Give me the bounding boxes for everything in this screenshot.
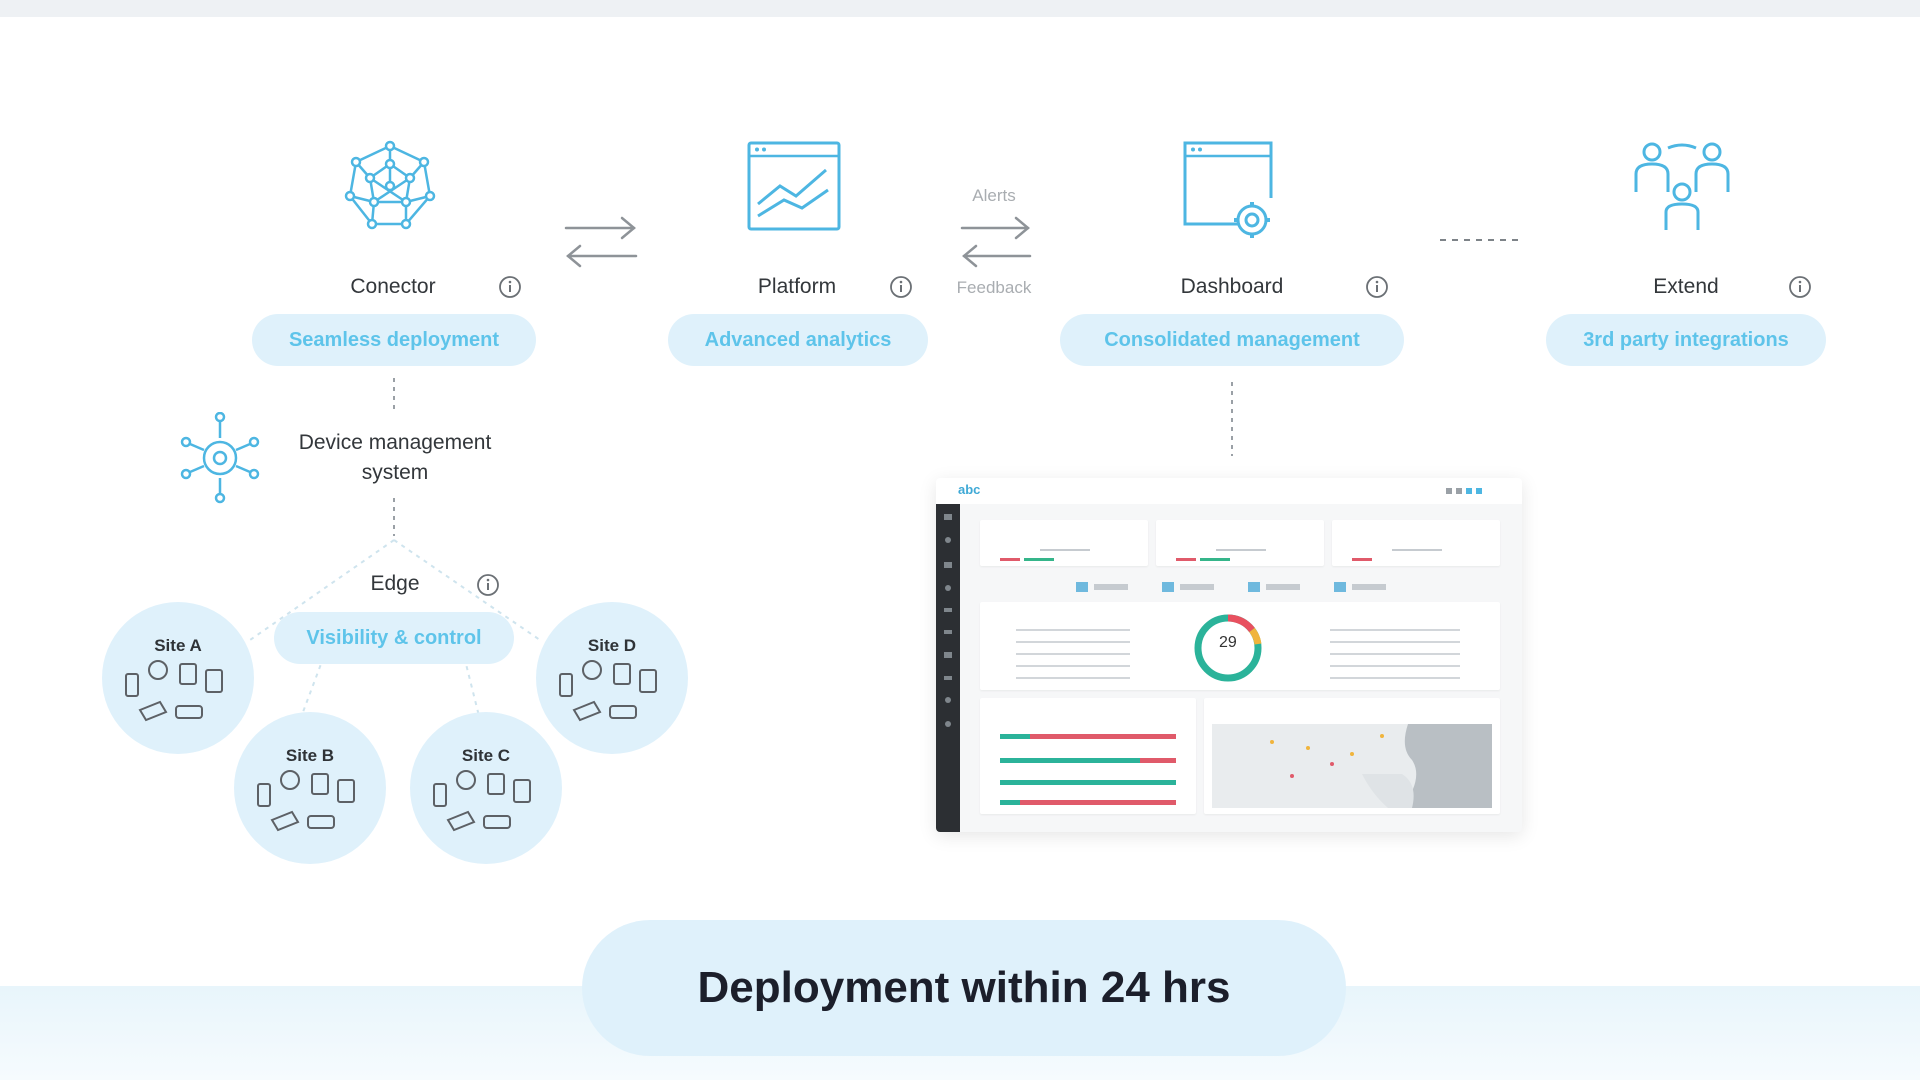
pill-3rd-party-integrations: 3rd party integrations <box>1546 314 1826 366</box>
device-count-row <box>1076 582 1386 592</box>
operational-status-lines <box>1016 629 1460 679</box>
alerts-feedback-arrows-icon <box>960 216 1032 268</box>
people-group-icon <box>1634 142 1730 230</box>
device-management-label: Device management system <box>298 431 492 484</box>
info-icon[interactable] <box>889 275 913 299</box>
compliance-status-card <box>980 698 1196 814</box>
deployment-headline: Deployment within 24 hrs <box>582 920 1346 1056</box>
dashboard-preview: abc <box>936 478 1522 832</box>
compliance-bars <box>1000 734 1176 805</box>
site-b: Site B <box>234 712 386 864</box>
site-c: Site C <box>410 712 562 864</box>
top-bar <box>0 0 1920 17</box>
analytics-chart-icon <box>747 141 841 231</box>
dashboard-sidebar <box>936 504 960 832</box>
feedback-label: Feedback <box>956 278 1032 297</box>
module-title-platform: Platform <box>757 275 837 298</box>
pill-visibility-control: Visibility & control <box>274 612 514 664</box>
pill-advanced-analytics: Advanced analytics <box>668 314 928 366</box>
alerts-label: Alerts <box>972 186 1016 205</box>
pill-seamless-deployment: Seamless deployment <box>252 314 536 366</box>
device-management-gear-icon <box>180 412 260 504</box>
dashboard-logo: abc <box>958 482 981 497</box>
module-title-extend: Extend <box>1653 275 1719 298</box>
site-d: Site D <box>536 602 688 754</box>
sidebar-icons <box>944 514 952 727</box>
module-title-dashboard: Dashboard <box>1180 275 1284 298</box>
info-icon[interactable] <box>1788 275 1812 299</box>
info-icon[interactable] <box>498 275 522 299</box>
module-title-conector: Conector <box>350 275 436 298</box>
window-controls-icon <box>1446 488 1482 494</box>
info-icon[interactable] <box>476 573 500 597</box>
pill-consolidated-management: Consolidated management <box>1060 314 1404 366</box>
site-a: Site A <box>102 602 254 754</box>
devices-icon <box>125 660 223 722</box>
devices-icon <box>433 770 531 832</box>
bidirectional-arrows-icon <box>564 216 638 268</box>
device-status-donut <box>1194 614 1262 682</box>
edge-title: Edge <box>370 572 420 595</box>
devices-icon <box>257 770 355 832</box>
dashboard-settings-icon <box>1183 141 1273 238</box>
devices-icon <box>559 660 657 722</box>
donut-value: 29 <box>1219 634 1237 651</box>
device-map <box>1212 724 1492 808</box>
stat-card-details <box>1000 549 1442 561</box>
dashboard-topbar: abc <box>936 478 1522 504</box>
info-icon[interactable] <box>1365 275 1389 299</box>
network-icon <box>344 140 436 230</box>
